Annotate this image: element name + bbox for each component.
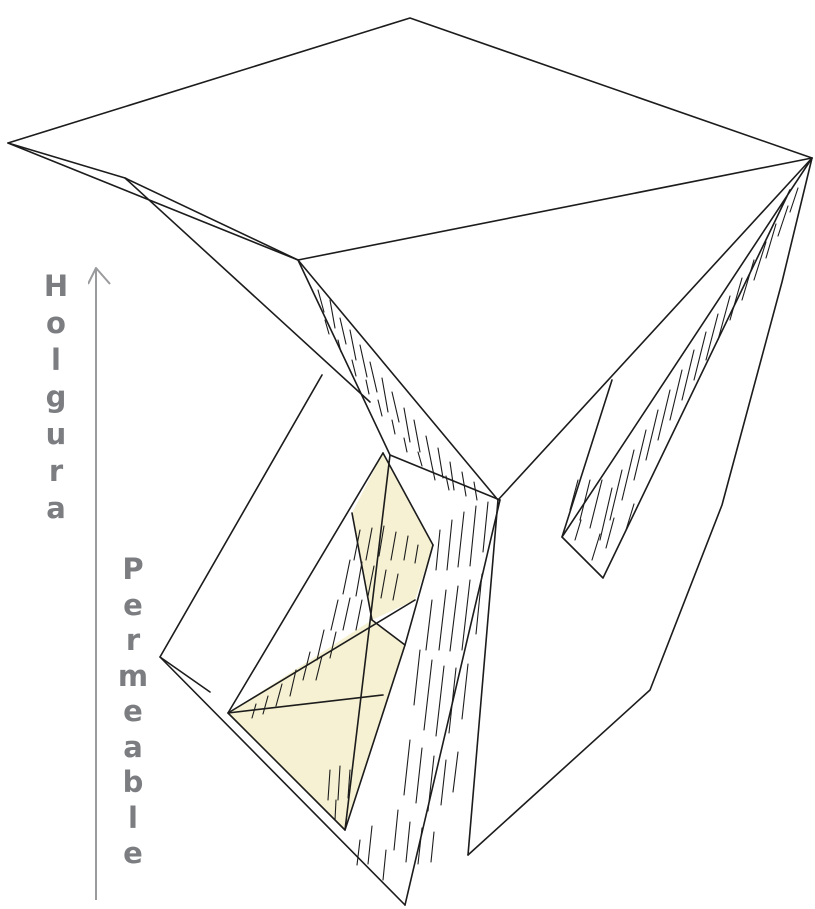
label-letter: l [51,346,61,383]
label-letter: e [123,839,143,875]
label-letter: H [44,272,68,309]
label-letter: m [118,662,148,698]
yellow-fill-areas [228,453,433,830]
label-letter: l [128,804,138,840]
label-letter: a [46,494,66,531]
label-letter: r [126,626,140,662]
label-letter: u [46,420,67,457]
label-letter: a [123,733,143,769]
label-letter: P [122,555,143,591]
up-arrow-icon [88,262,112,902]
label-letter: g [46,383,67,420]
label-letter: o [46,309,66,346]
label-letter: r [49,457,63,494]
label-letter: e [123,591,143,627]
label-letter: b [123,768,144,804]
label-letter: e [123,697,143,733]
hatching-left-strip [318,290,477,500]
